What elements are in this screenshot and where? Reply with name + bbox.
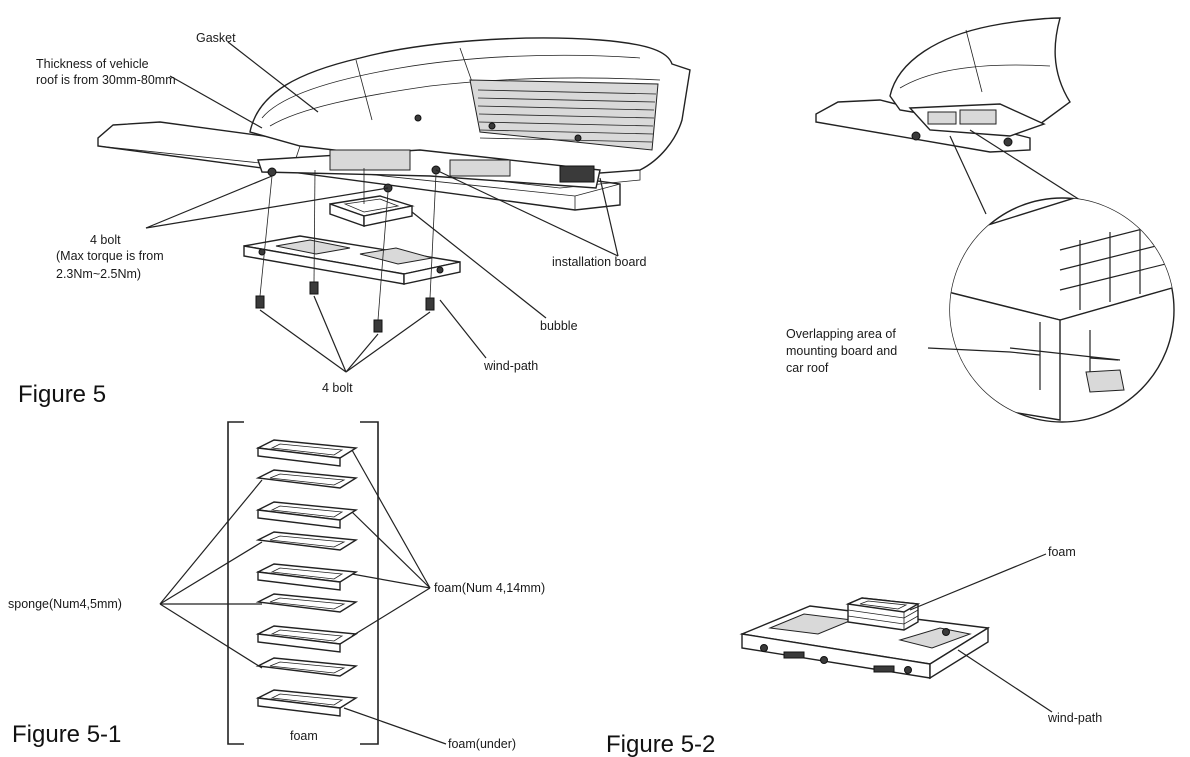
foam-layer-2	[255, 501, 359, 529]
label-foam-bottom: foam	[290, 729, 318, 743]
label-upper-bolt-line3: 2.3Nm~2.5Nm)	[56, 267, 141, 281]
label-lower-bolt: 4 bolt	[322, 381, 353, 395]
label-wind-path: wind-path	[483, 359, 538, 373]
sponge-leaders	[159, 479, 263, 669]
label-bubble: bubble	[540, 319, 578, 333]
label-foam-14mm: foam(Num 4,14mm)	[434, 581, 545, 595]
lower-bolts	[255, 281, 435, 333]
figure-5-detail-drawing: Overlapping area of mounting board and c…	[786, 17, 1175, 423]
wind-path-plate	[243, 235, 461, 285]
label-upper-bolt-line1: 4 bolt	[90, 233, 121, 247]
figure-5-leaders	[145, 41, 619, 373]
label-upper-bolt-line2: (Max torque is from	[56, 249, 164, 263]
label-overlap-line1: Overlapping area of	[786, 327, 896, 341]
figure-5-drawing: Gasket Thickness of vehicle roof is from…	[18, 31, 691, 408]
label-roof-thickness-line1: Thickness of vehicle	[36, 57, 149, 71]
foam-layer-under	[255, 689, 359, 717]
label-overlap-line3: car roof	[786, 361, 829, 375]
label-roof-thickness-line2: roof is from 30mm-80mm	[36, 73, 176, 87]
label-gasket: Gasket	[196, 31, 236, 45]
foam-leaders	[343, 449, 447, 745]
foam-layer-3	[255, 563, 359, 591]
sponge-layer-4	[255, 657, 359, 677]
label-installation-board: installation board	[552, 255, 647, 269]
alignment-lines	[259, 168, 437, 321]
sponge-layer-1	[255, 469, 359, 489]
label-foam-under: foam(under)	[448, 737, 516, 751]
bubble-block	[329, 195, 415, 227]
foam-layer-4	[255, 625, 359, 653]
figure-5-2-foam-stack	[845, 597, 921, 631]
sponge-layer-3	[255, 593, 359, 613]
figure-5-2-drawing: foam wind-path Figure 5-2	[606, 545, 1102, 757]
magnified-detail-circle	[949, 197, 1175, 423]
label-sponge: sponge(Num4,5mm)	[8, 597, 122, 611]
sponge-layer-2	[255, 531, 359, 551]
caption-figure-5: Figure 5	[18, 381, 106, 408]
label-foam-5-2: foam	[1048, 545, 1076, 559]
air-conditioner-unit	[249, 37, 691, 193]
caption-figure-5-1: Figure 5-1	[12, 721, 121, 748]
label-overlap-line2: mounting board and	[786, 344, 897, 358]
foam-layer-1	[255, 439, 359, 467]
figure-5-1-drawing: sponge(Num4,5mm) foam(Num 4,14mm) foam f…	[8, 421, 545, 751]
caption-figure-5-2: Figure 5-2	[606, 731, 715, 757]
label-wind-path-5-2: wind-path	[1047, 711, 1102, 725]
